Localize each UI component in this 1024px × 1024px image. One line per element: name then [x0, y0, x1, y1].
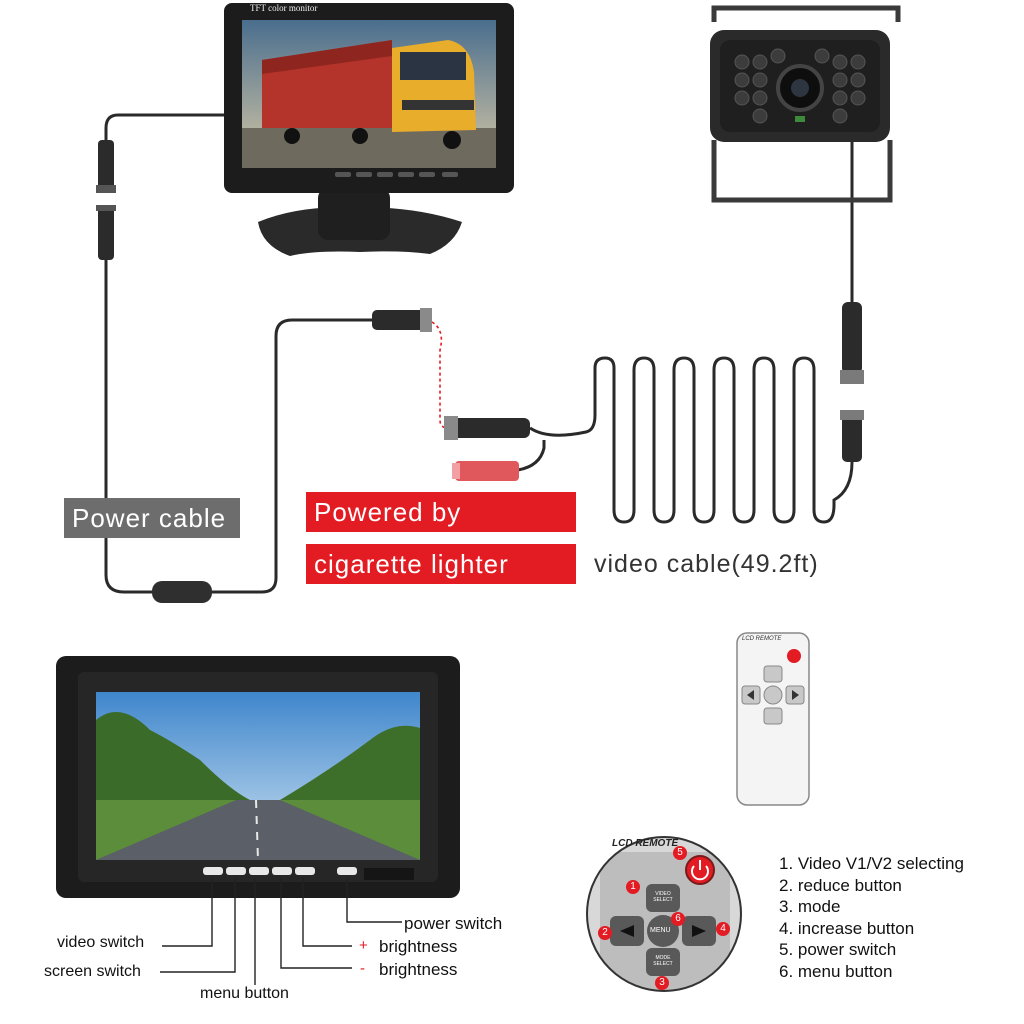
video-cable-label: video cable(49.2ft) — [594, 550, 819, 578]
brightness-minus-sign: - — [360, 960, 365, 977]
power-connector-top — [372, 310, 428, 330]
closeup-button-bottom: MODE SELECT — [653, 955, 673, 967]
closeup-button-center: MENU — [650, 927, 671, 934]
camera-bracket — [711, 5, 901, 203]
power-cable-line-right — [210, 318, 372, 594]
small-remote-title: LCD REMOTE — [742, 636, 782, 642]
remote-closeup — [586, 836, 742, 992]
power-cable-line — [104, 258, 155, 594]
red-plug-lead — [517, 440, 546, 472]
legend-item: 3. mode — [779, 897, 841, 916]
marker-4: 4 — [716, 922, 730, 936]
marker-1: 1 — [626, 880, 640, 894]
power-switch-label: power switch — [404, 914, 503, 933]
menu-button-label: menu button — [200, 985, 289, 1002]
brightness-minus-label: brightness — [379, 960, 458, 979]
small-remote-power — [787, 649, 801, 663]
legend-item: 5. power switch — [779, 940, 897, 959]
left-plug-upper — [98, 140, 114, 192]
legend-item: 6. menu button — [779, 961, 893, 981]
marker-5: 5 — [673, 846, 687, 860]
red-dc-plug — [455, 461, 519, 481]
rear-camera — [710, 5, 901, 203]
small-remote — [736, 632, 810, 806]
brightness-plus-label: brightness — [379, 937, 458, 956]
powered-by-label-line2: cigarette lighter — [306, 544, 576, 584]
cables — [104, 113, 854, 594]
marker-6: 6 — [671, 912, 685, 926]
callout-lines — [160, 878, 402, 985]
legend-item: 2. reduce button — [779, 875, 902, 895]
screen-switch-label: screen switch — [44, 963, 141, 980]
remote-button-legend: 1. Video V1/V2 selecting 2. reduce butto… — [779, 853, 964, 982]
video-cable — [529, 356, 854, 524]
video-switch-label: video switch — [57, 934, 145, 951]
monitor-screen-caption: TFT color monitor — [250, 3, 318, 13]
camera-connector-upper — [842, 302, 862, 374]
legend-item: 4. increase button — [779, 918, 915, 938]
video-power-connector — [448, 418, 530, 438]
marker-2: 2 — [598, 926, 612, 940]
powered-by-label-line1: Powered by — [306, 492, 576, 532]
left-plug-lower — [98, 205, 114, 260]
top-monitor — [224, 3, 514, 256]
closeup-button-top: VIDEO SELECT — [653, 891, 673, 903]
bottom-monitor — [56, 656, 460, 898]
camera-connector-lower — [842, 410, 862, 462]
inline-switch — [152, 581, 212, 603]
legend-item: 1. Video V1/V2 selecting — [779, 854, 964, 873]
power-cable-label: Power cable — [64, 498, 240, 538]
closeup-remote-title: LCD REMOTE — [612, 838, 679, 849]
brightness-plus-sign: + — [359, 937, 368, 954]
marker-3: 3 — [655, 976, 669, 990]
connection-dotted-line — [431, 321, 449, 429]
monitor-power-lead — [104, 113, 228, 142]
connectors — [96, 140, 864, 603]
